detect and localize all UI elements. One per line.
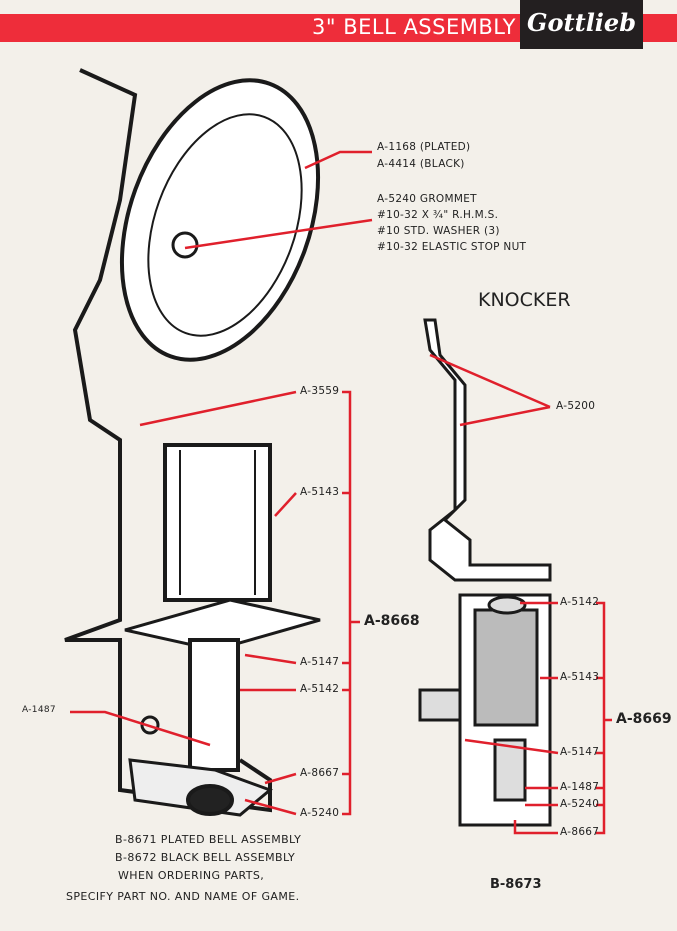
bell-part-label: A-8667 xyxy=(300,767,340,779)
knocker-part-label: A-5143 xyxy=(560,671,600,683)
knocker-part-label: A-5142 xyxy=(560,596,600,608)
knocker-part-label: A-1487 xyxy=(560,781,600,793)
bell-part-label: A-5143 xyxy=(300,486,340,498)
bell-part-label: A-3559 xyxy=(300,385,340,397)
knocker-number: B-8673 xyxy=(490,877,542,892)
shell-label-plated: A-1168 (PLATED) xyxy=(377,141,471,153)
hardware-label: A-5240 GROMMET xyxy=(377,193,477,205)
bell-assembly-drawing xyxy=(64,68,321,817)
page-title: 3" BELL ASSEMBLY xyxy=(312,15,517,39)
ordering-note: SPECIFY PART NO. AND NAME OF GAME. xyxy=(66,890,300,903)
knocker-part-label: A-5147 xyxy=(560,746,600,758)
assembly-note: B-8671 PLATED BELL ASSEMBLY xyxy=(115,833,302,846)
assembly-note: B-8672 BLACK BELL ASSEMBLY xyxy=(115,851,296,864)
hardware-label: #10-32 ELASTIC STOP NUT xyxy=(377,241,527,253)
hardware-label: #10-32 X ¾" R.H.M.S. xyxy=(377,209,499,221)
bell-assembly-number: A-8668 xyxy=(364,613,420,629)
bell-part-label: A-5240 xyxy=(300,807,340,819)
knocker-bracket-label: A-5200 xyxy=(556,400,596,412)
ordering-note: WHEN ORDERING PARTS, xyxy=(118,869,265,882)
shell-label-black: A-4414 (BLACK) xyxy=(377,158,465,170)
knocker-drawing xyxy=(418,318,552,827)
knocker-title: KNOCKER xyxy=(478,289,571,311)
hardware-label: #10 STD. WASHER (3) xyxy=(377,225,500,237)
knocker-assembly-number: A-8669 xyxy=(616,711,672,727)
bell-part-label: A-5142 xyxy=(300,683,340,695)
bell-side-part-label: A-1487 xyxy=(22,705,56,715)
gottlieb-logo: Gottlieb xyxy=(520,0,643,49)
leader-lines xyxy=(70,150,612,835)
knocker-part-label: A-8667 xyxy=(560,826,600,838)
bell-part-label: A-5147 xyxy=(300,656,340,668)
knocker-part-label: A-5240 xyxy=(560,798,600,810)
